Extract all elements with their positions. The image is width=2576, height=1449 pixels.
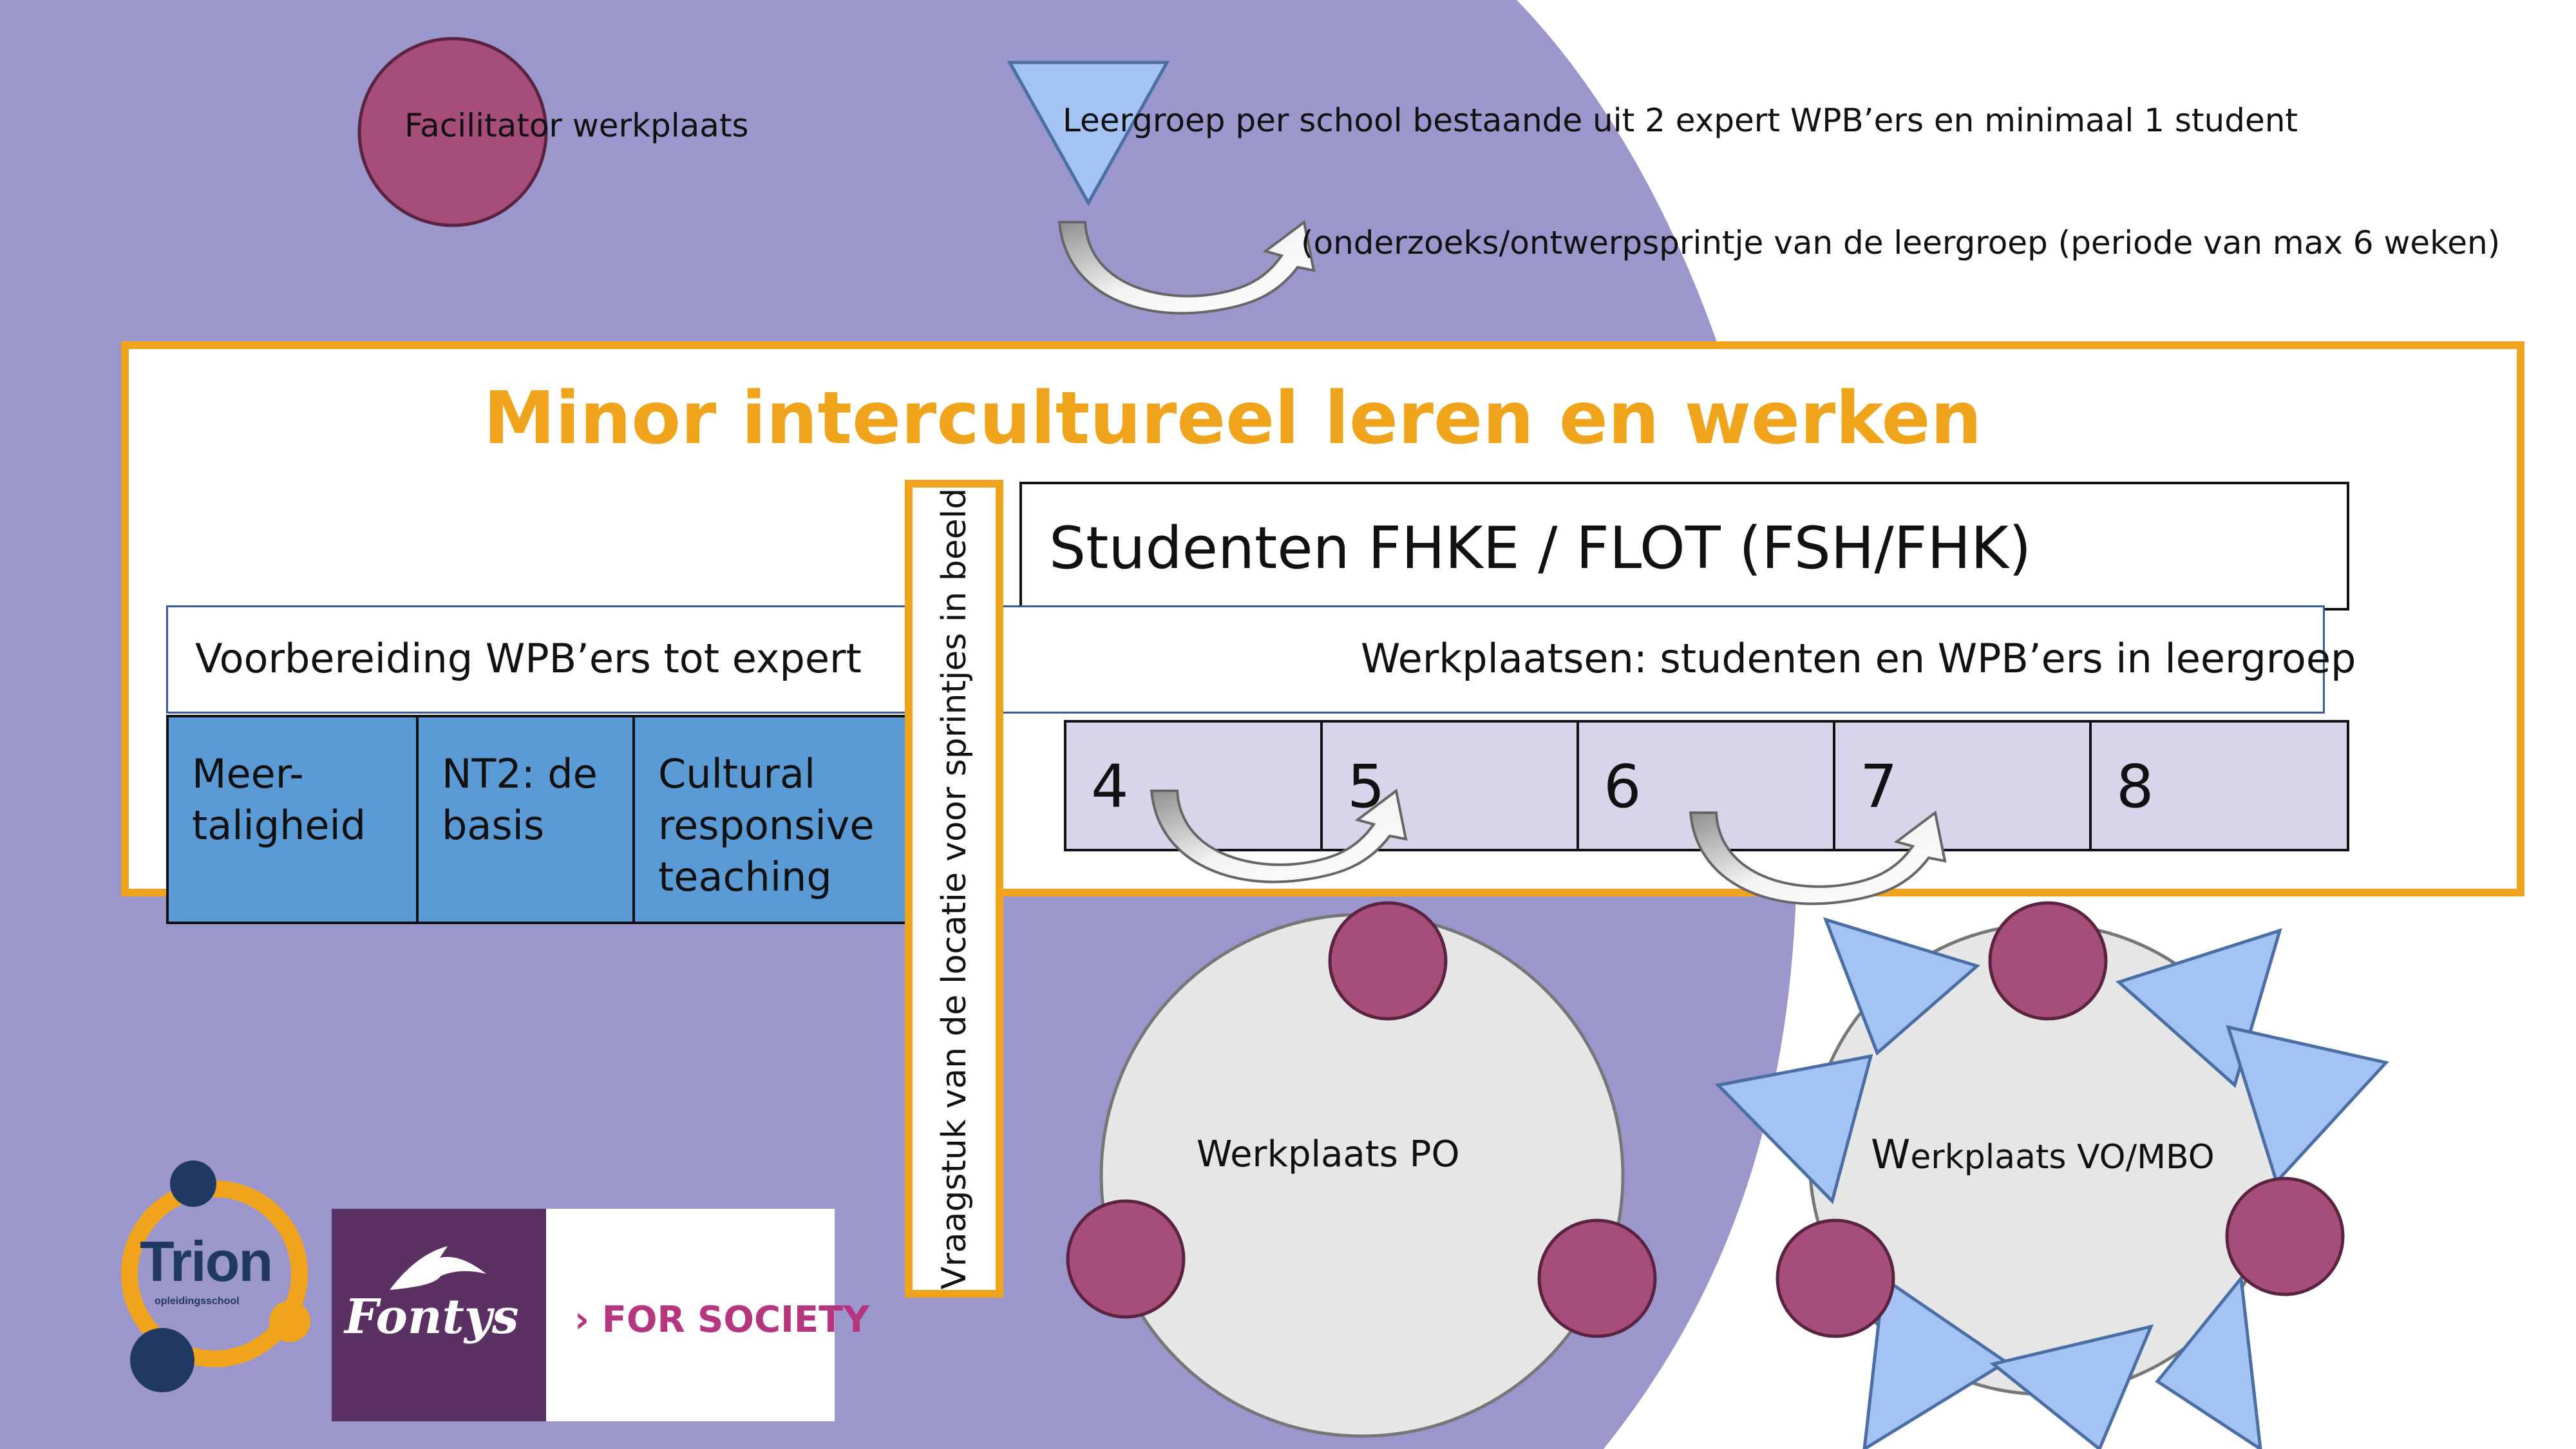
prep-cell-multilingualism: Meer- taligheid	[166, 715, 419, 924]
fontys-logo: Fontys	[332, 1209, 546, 1421]
legend-facilitator-label: Facilitator werkplaats	[404, 107, 749, 144]
werkplaats-po-diagram	[1066, 901, 1657, 1438]
prep-cell-nt2: NT2: de basis	[416, 715, 635, 924]
prep-cell-cultural-responsive-teaching: Cultural responsive teaching	[632, 715, 914, 924]
week-number: 7	[1860, 752, 1898, 821]
preparation-label: Voorbereiding WPB’ers tot expert	[195, 635, 862, 682]
werkplaats-vo-mbo-label: Werkplaats VO/MBO	[1871, 1132, 2215, 1188]
workshops-box: Werkplaatsen: studenten en WPB’ers in le…	[1001, 605, 2356, 714]
students-label: Studenten FHKE / FLOT (FSH/FHK)	[1049, 515, 2032, 582]
for-society-label: › FOR SOCIETY	[574, 1299, 869, 1341]
fontys-wordmark: Fontys	[345, 1289, 519, 1345]
for-society-logo: › FOR SOCIETY	[546, 1209, 869, 1421]
werkplaats-vo-mbo-rest: erkplaats VO/MBO	[1910, 1138, 2215, 1177]
legend-learning-group-label: Leergroep per school bestaande uit 2 exp…	[1063, 102, 2298, 139]
week-cell: 6	[1577, 720, 1835, 851]
week-cell: 4	[1064, 720, 1323, 851]
trion-wordmark: Trion	[140, 1229, 273, 1293]
week-cell: 7	[1833, 720, 2092, 851]
week-number: 4	[1091, 752, 1129, 821]
week-number: 8	[2116, 752, 2154, 821]
facilitator-circle-icon	[357, 37, 548, 227]
werkplaats-vo-mbo-diagram	[1714, 901, 2389, 1449]
preparation-box: Voorbereiding WPB’ers tot expert	[166, 605, 914, 714]
week-cell: 5	[1320, 720, 1579, 851]
week-number: 5	[1347, 752, 1385, 821]
werkplaats-po-label: Werkplaats PO	[1197, 1133, 1460, 1175]
trion-logo-mark	[121, 1160, 310, 1392]
trion-subtitle: opleidingsschool	[155, 1296, 240, 1307]
learning-group-triangle-icon	[1007, 61, 1170, 207]
prep-cell-label: Meer- taligheid	[192, 750, 366, 849]
fontys-emblem-icon	[390, 1246, 486, 1290]
minor-title: Minor intercultureel leren en werken	[483, 377, 1982, 460]
students-box: Studenten FHKE / FLOT (FSH/FHK)	[1019, 482, 2349, 611]
chevron-right-icon: ›	[574, 1299, 590, 1341]
week-number: 6	[1604, 752, 1642, 821]
for-society-text: FOR SOCIETY	[601, 1299, 869, 1341]
trion-logo: Trion opleidingsschool	[116, 1153, 322, 1397]
prep-cell-label: Cultural responsive teaching	[658, 750, 875, 900]
location-question-label: Vraagstuk van de locatie voor sprintjes …	[934, 488, 974, 1290]
workshops-label: Werkplaatsen: studenten en WPB’ers in le…	[1361, 635, 2356, 682]
werkplaats-vo-mbo-first-letter: W	[1871, 1131, 1911, 1178]
week-cell: 8	[2089, 720, 2349, 851]
legend-sprint-label: (onderzoeks/ontwerpsprintje van de leerg…	[1301, 224, 2501, 261]
prep-cell-label: NT2: de basis	[442, 750, 598, 849]
location-question-box: Vraagstuk van de locatie voor sprintjes …	[905, 480, 1003, 1298]
